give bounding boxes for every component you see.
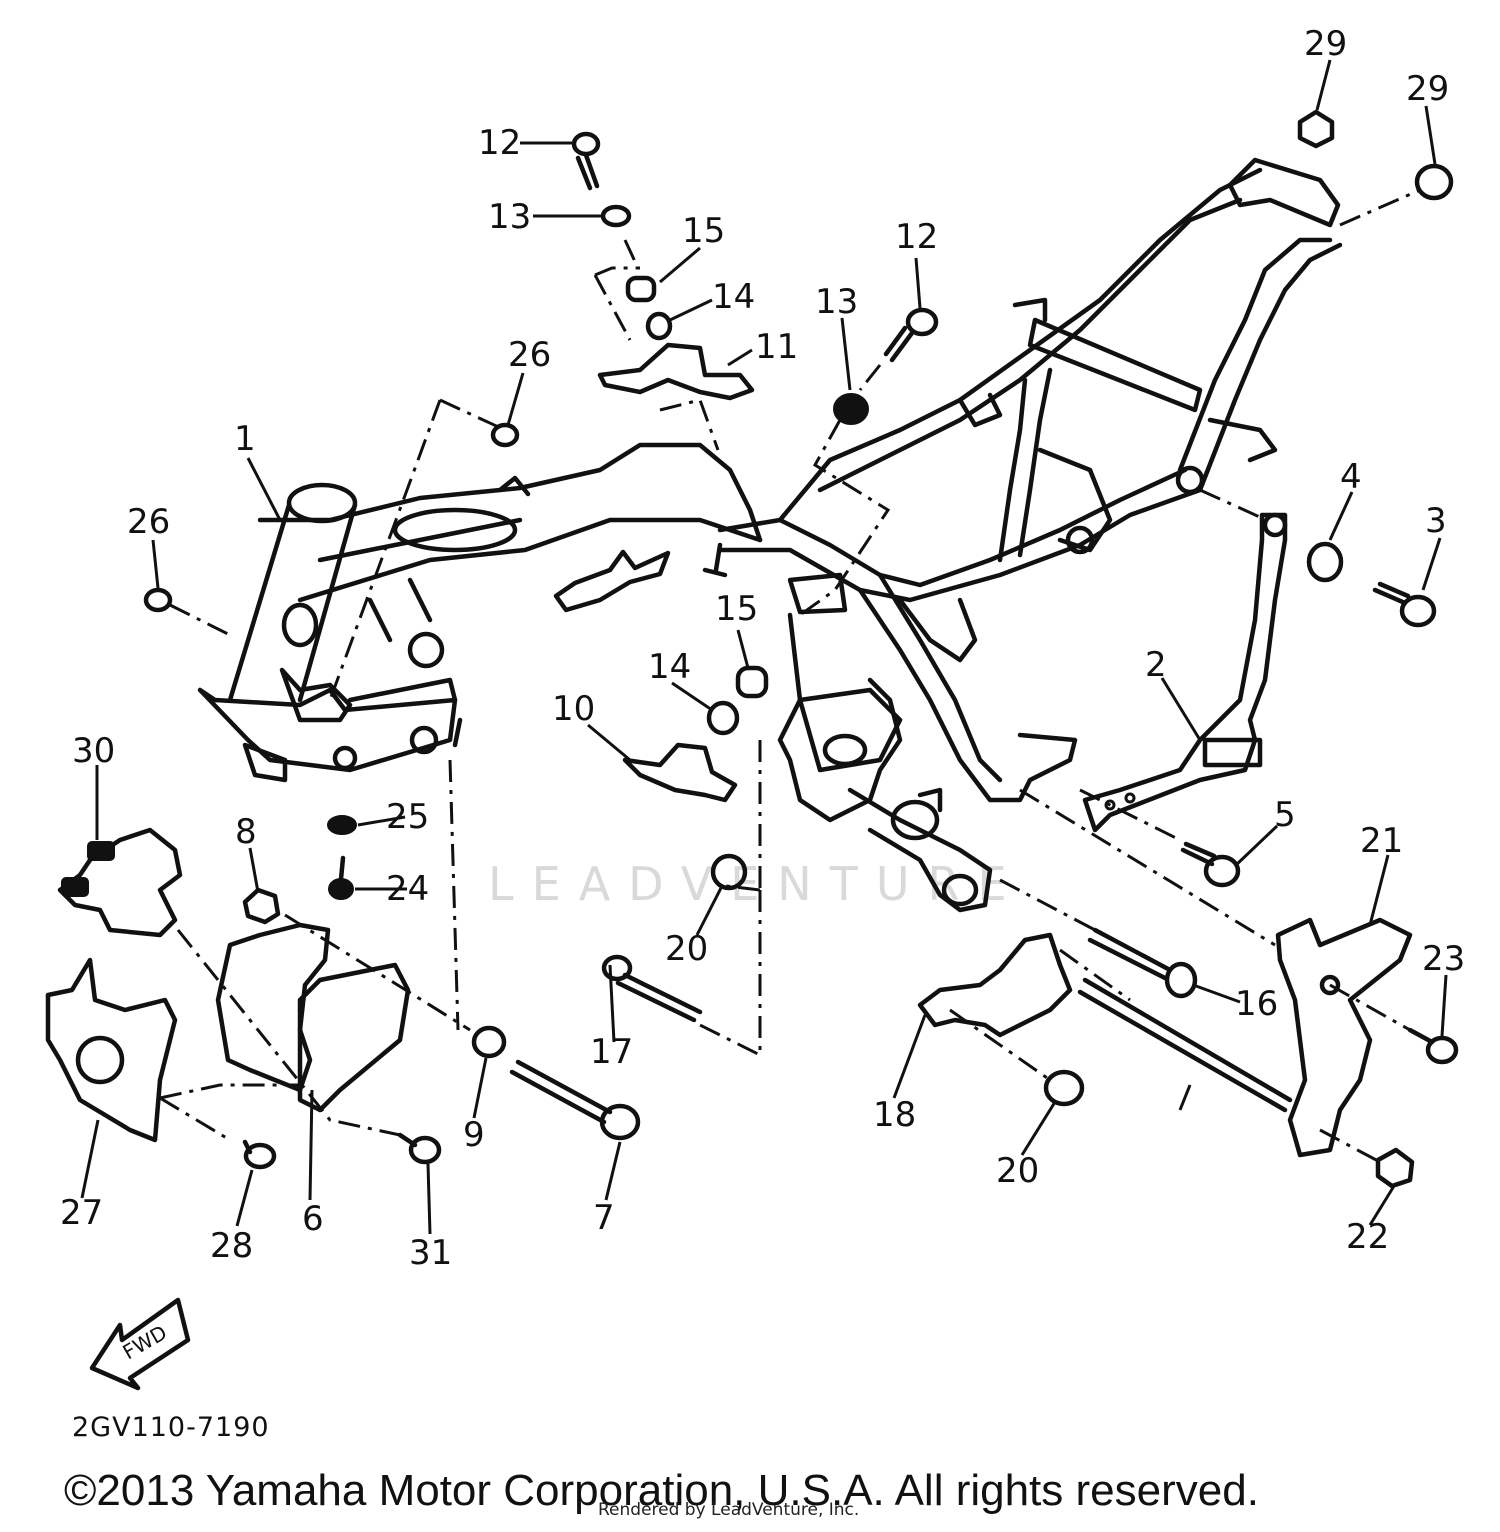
bolt-7 [509, 1059, 641, 1141]
hole-21 [1319, 974, 1341, 996]
callout-7: 7 [593, 1198, 615, 1238]
main-frame [197, 157, 1343, 913]
washer-4 [1306, 541, 1344, 583]
assembly-lines [159, 188, 1421, 1164]
callout-13-right: 13 [815, 282, 858, 322]
guard-27-hole [75, 1035, 125, 1085]
bolt-31 [397, 1132, 442, 1165]
callout-26-left: 26 [127, 502, 170, 542]
bolt-5 [1180, 841, 1241, 888]
callout-12-top: 12 [478, 123, 521, 163]
callout-8: 8 [235, 812, 257, 852]
callout-24: 24 [386, 869, 429, 909]
callout-9: 9 [463, 1115, 485, 1155]
nut-22 [1375, 1147, 1415, 1189]
bracket-18 [917, 932, 1073, 1038]
bolt-23 [1407, 1027, 1459, 1065]
bolt-24 [328, 855, 354, 900]
callout-21: 21 [1360, 821, 1403, 861]
washer-9 [471, 1025, 507, 1059]
bolt-26-left [143, 587, 173, 613]
bolt-12-top [571, 131, 601, 191]
callout-20-right: 20 [996, 1151, 1039, 1191]
bracket-6-plate [297, 962, 411, 1113]
callout-1: 1 [234, 419, 256, 459]
callout-26-top: 26 [508, 335, 551, 375]
nut-25 [327, 815, 357, 835]
callout-18: 18 [873, 1095, 916, 1135]
callout-30: 30 [72, 731, 115, 771]
callout-31: 31 [409, 1233, 452, 1273]
callout-29-right: 29 [1406, 69, 1449, 109]
callout-23: 23 [1422, 939, 1465, 979]
collar-14-top [645, 311, 673, 341]
nut-8 [242, 887, 281, 925]
copyright-notice: ©2013 Yamaha Motor Corporation, U.S.A. A… [64, 1466, 1259, 1515]
callout-labels: 1 2 3 4 5 6 7 8 9 10 11 12 12 13 13 14 1… [60, 24, 1465, 1273]
callout-15-top: 15 [682, 211, 725, 251]
bolt-26-top [490, 422, 520, 448]
callout-22: 22 [1346, 1217, 1389, 1257]
bracket-21 [1275, 917, 1413, 1158]
diagram-code: 2GV110-7190 [72, 1412, 270, 1443]
bolt-3 [1372, 581, 1437, 628]
callout-28: 28 [210, 1226, 253, 1266]
pad-30-block-a [87, 841, 115, 861]
callout-17: 17 [590, 1032, 633, 1072]
callout-14-top: 14 [712, 277, 755, 317]
callout-3: 3 [1425, 501, 1447, 541]
frame-bracket-2 [1082, 512, 1288, 833]
callout-4: 4 [1340, 457, 1362, 497]
rendered-by-notice: Rendered by LeadVenture, Inc. [598, 1500, 860, 1520]
bracket-6 [215, 922, 331, 1093]
callout-27: 27 [60, 1193, 103, 1233]
collar-15-mid [735, 665, 769, 699]
bracket-10 [622, 742, 738, 803]
guard-27 [45, 957, 178, 1143]
callout-25: 25 [386, 797, 429, 837]
leadventure-watermark: LEADVENTURE [488, 857, 1025, 911]
nut-20-right [1043, 1069, 1085, 1107]
collar-15-top [625, 275, 657, 303]
callout-10: 10 [552, 689, 595, 729]
bracket-11 [597, 342, 755, 401]
bolt-28 [242, 1139, 277, 1170]
callout-15-mid: 15 [715, 589, 758, 629]
pad-30-block-b [61, 877, 89, 897]
callout-11: 11 [755, 327, 798, 367]
leader-lines [80, 59, 1448, 1235]
bolt-16 [1087, 927, 1198, 999]
fwd-arrow-icon: FWD [89, 1297, 191, 1391]
callout-29-left: 29 [1304, 24, 1347, 64]
callout-6: 6 [302, 1199, 324, 1239]
nut-20-mid [710, 853, 748, 891]
washer-13-top [600, 204, 632, 228]
callout-2: 2 [1145, 645, 1167, 685]
nut-29-left [1297, 109, 1335, 149]
callout-20-mid: 20 [665, 929, 708, 969]
collar-14-mid [706, 700, 740, 736]
callout-13-top: 13 [488, 197, 531, 237]
washer-13-right [833, 393, 869, 425]
bolt-17 [601, 954, 703, 1023]
bolt-12-right [883, 307, 939, 363]
long-bolt [1077, 977, 1293, 1113]
callout-12-right: 12 [895, 217, 938, 257]
callout-5: 5 [1274, 795, 1296, 835]
nut-29-right [1414, 163, 1454, 201]
callout-14-mid: 14 [648, 647, 691, 687]
callout-16: 16 [1235, 984, 1278, 1024]
